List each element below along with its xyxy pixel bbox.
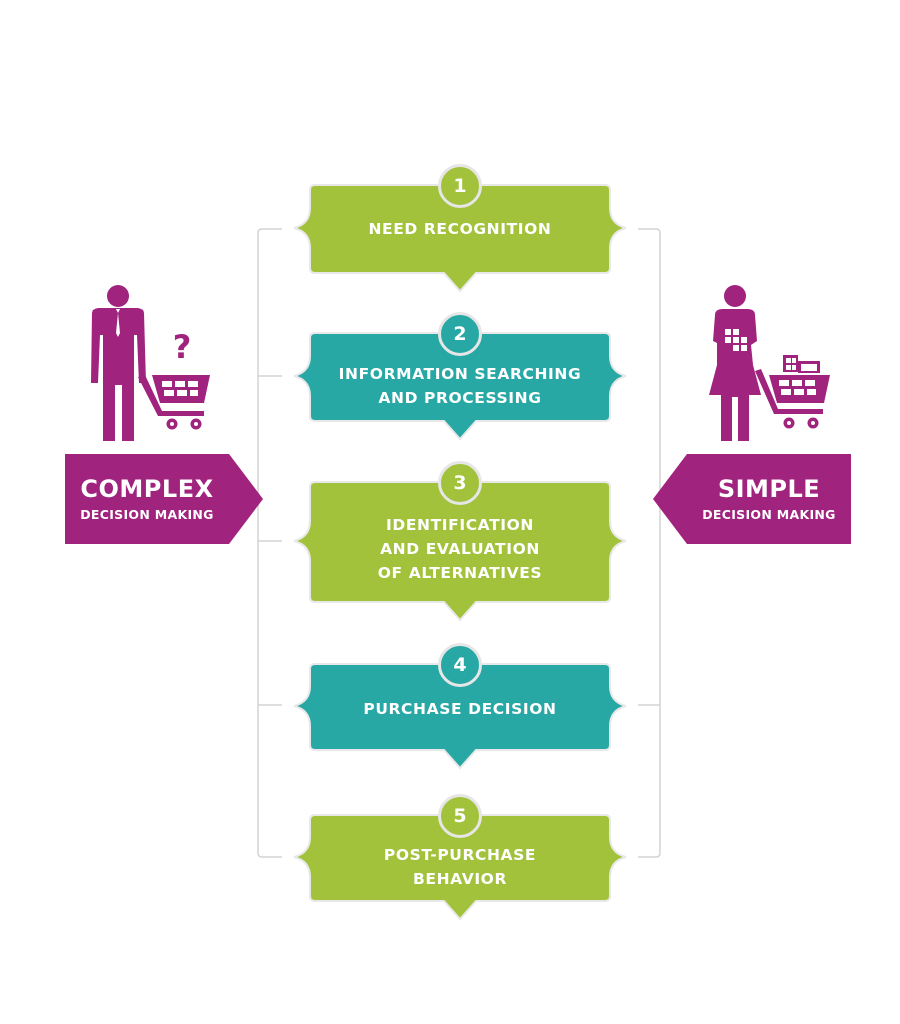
step-box-shape: [293, 814, 627, 921]
left-bracket-line: [257, 228, 282, 858]
step-number-badge: 3: [438, 461, 482, 505]
step-label: IDENTIFICATION AND EVALUATION OF ALTERNA…: [377, 516, 543, 582]
step-number-badge: 1: [438, 164, 482, 208]
step-label: INFORMATION SEARCHING AND PROCESSING: [338, 365, 582, 407]
step-number-badge: 2: [438, 312, 482, 356]
step-label: PURCHASE DECISION: [363, 700, 557, 718]
tag-arrow-shape: [65, 454, 263, 544]
step-number-badge: 4: [438, 643, 482, 687]
businessman-with-cart-icon: ?: [91, 285, 210, 441]
step-shape: [293, 814, 627, 921]
question-mark: ?: [173, 328, 192, 366]
step-label: NEED RECOGNITION: [368, 220, 552, 238]
step-label: POST-PURCHASE BEHAVIOR: [383, 846, 537, 888]
step-number-badge: 5: [438, 794, 482, 838]
step-box-shape: [293, 184, 627, 293]
step-shape: [293, 663, 627, 770]
step-box-shape: [293, 332, 627, 441]
step-shape: [293, 332, 627, 441]
tag-title: SIMPLE: [717, 475, 821, 503]
tag-arrow-shape: [653, 454, 851, 544]
step-information-searching: 2 INFORMATION SEARCHING AND PROCESSING: [292, 312, 628, 441]
tag-title: COMPLEX: [80, 475, 214, 503]
step-identification-evaluation: 3 IDENTIFICATION AND EVALUATION OF ALTER…: [292, 461, 628, 622]
step-shape: [293, 481, 627, 622]
step-shape: [293, 184, 627, 293]
step-box-shape: [293, 663, 627, 770]
tag-subtitle: DECISION MAKING: [80, 507, 214, 522]
step-need-recognition: 1 NEED RECOGNITION: [292, 164, 628, 293]
tag-subtitle: DECISION MAKING: [702, 507, 836, 522]
woman-with-full-cart-icon: [709, 285, 830, 441]
simple-decision-tag: SIMPLE DECISION MAKING: [652, 453, 852, 545]
right-bracket-line: [638, 228, 661, 858]
step-post-purchase-behavior: 5 POST-PURCHASE BEHAVIOR: [292, 794, 628, 921]
step-purchase-decision: 4 PURCHASE DECISION: [292, 643, 628, 770]
complex-decision-tag: COMPLEX DECISION MAKING: [64, 453, 264, 545]
step-box-shape: [293, 481, 627, 622]
